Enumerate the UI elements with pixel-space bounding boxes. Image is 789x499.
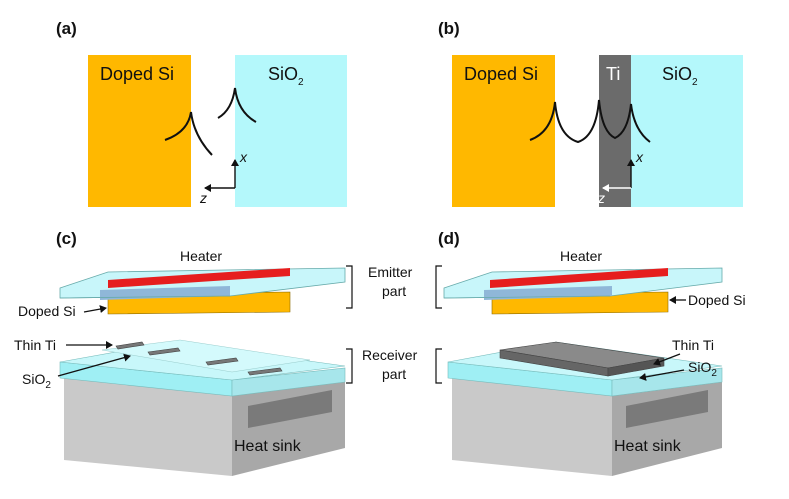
- doped-si-label: Doped Si: [100, 64, 174, 84]
- receiver-bracket-left: [346, 348, 353, 384]
- doped-si-block: [88, 55, 191, 207]
- doped-si-label: Doped Si: [18, 303, 76, 319]
- panel-d: (d) Heater Doped Si Thin Ti SiO2 Heat si…: [438, 229, 746, 476]
- doped-si-label: Doped Si: [464, 64, 538, 84]
- panel-b-tag: (b): [438, 19, 460, 38]
- emitter-label-line1: Emitter: [368, 264, 413, 280]
- thin-ti-strip: [147, 347, 181, 356]
- panel-d-tag: (d): [438, 229, 460, 248]
- emitter-label-line2: part: [382, 283, 406, 299]
- panel-a-tag: (a): [56, 19, 77, 38]
- emitter-bracket-right: [435, 265, 442, 309]
- coupled-evanescent-curve: [529, 99, 651, 144]
- receiver-label-line2: part: [382, 366, 406, 382]
- panel-c-tag: (c): [56, 229, 77, 248]
- heat-sink-label: Heat sink: [614, 438, 682, 455]
- si-evanescent-curve: [164, 111, 213, 156]
- thin-ti-strip: [205, 357, 239, 366]
- heat-sink-front: [64, 378, 232, 476]
- panel-a: (a) Doped Si SiO2 x z: [56, 19, 347, 207]
- heat-sink-slot: [626, 390, 708, 428]
- receiver-bracket-right: [435, 348, 442, 384]
- thin-ti-label: Thin Ti: [14, 337, 56, 353]
- thin-ti-label: Thin Ti: [672, 337, 714, 353]
- emitter-bracket-left: [346, 265, 353, 309]
- sio2-label: SiO2: [268, 64, 304, 88]
- heater-strip: [108, 268, 290, 288]
- sio2-evanescent-curve: [217, 87, 257, 123]
- ti-layer: [599, 55, 631, 207]
- heater-label: Heater: [180, 248, 222, 264]
- z-axis-label: z: [597, 190, 605, 206]
- x-axis-label: x: [635, 149, 644, 165]
- heat-sink-slot: [248, 390, 332, 428]
- part-brackets: Emitter part Receiver part: [346, 264, 442, 384]
- heater-strip: [490, 268, 668, 288]
- sio2-label: SiO2: [22, 371, 51, 391]
- sio2-label: SiO2: [662, 64, 698, 88]
- x-axis-label: x: [239, 149, 248, 165]
- doped-si-block: [452, 55, 555, 207]
- sio2-block: [631, 55, 743, 207]
- heat-sink-front: [452, 378, 612, 476]
- receiver-label-line1: Receiver: [362, 347, 418, 363]
- thin-ti-strip: [115, 341, 145, 350]
- z-axis-label: z: [199, 190, 207, 206]
- ti-label: Ti: [606, 64, 620, 84]
- panel-c: (c) Heater Doped Si Thin Ti SiO2 Heat si…: [14, 229, 346, 476]
- doped-si-label: Doped Si: [688, 292, 746, 308]
- sio2-block: [235, 55, 347, 207]
- heater-label: Heater: [560, 248, 602, 264]
- panel-b: (b) Doped Si Ti SiO2 x z: [438, 19, 743, 207]
- thin-ti-strip: [247, 367, 283, 376]
- sio2-label: SiO2: [688, 359, 717, 379]
- heat-sink-label: Heat sink: [234, 438, 302, 455]
